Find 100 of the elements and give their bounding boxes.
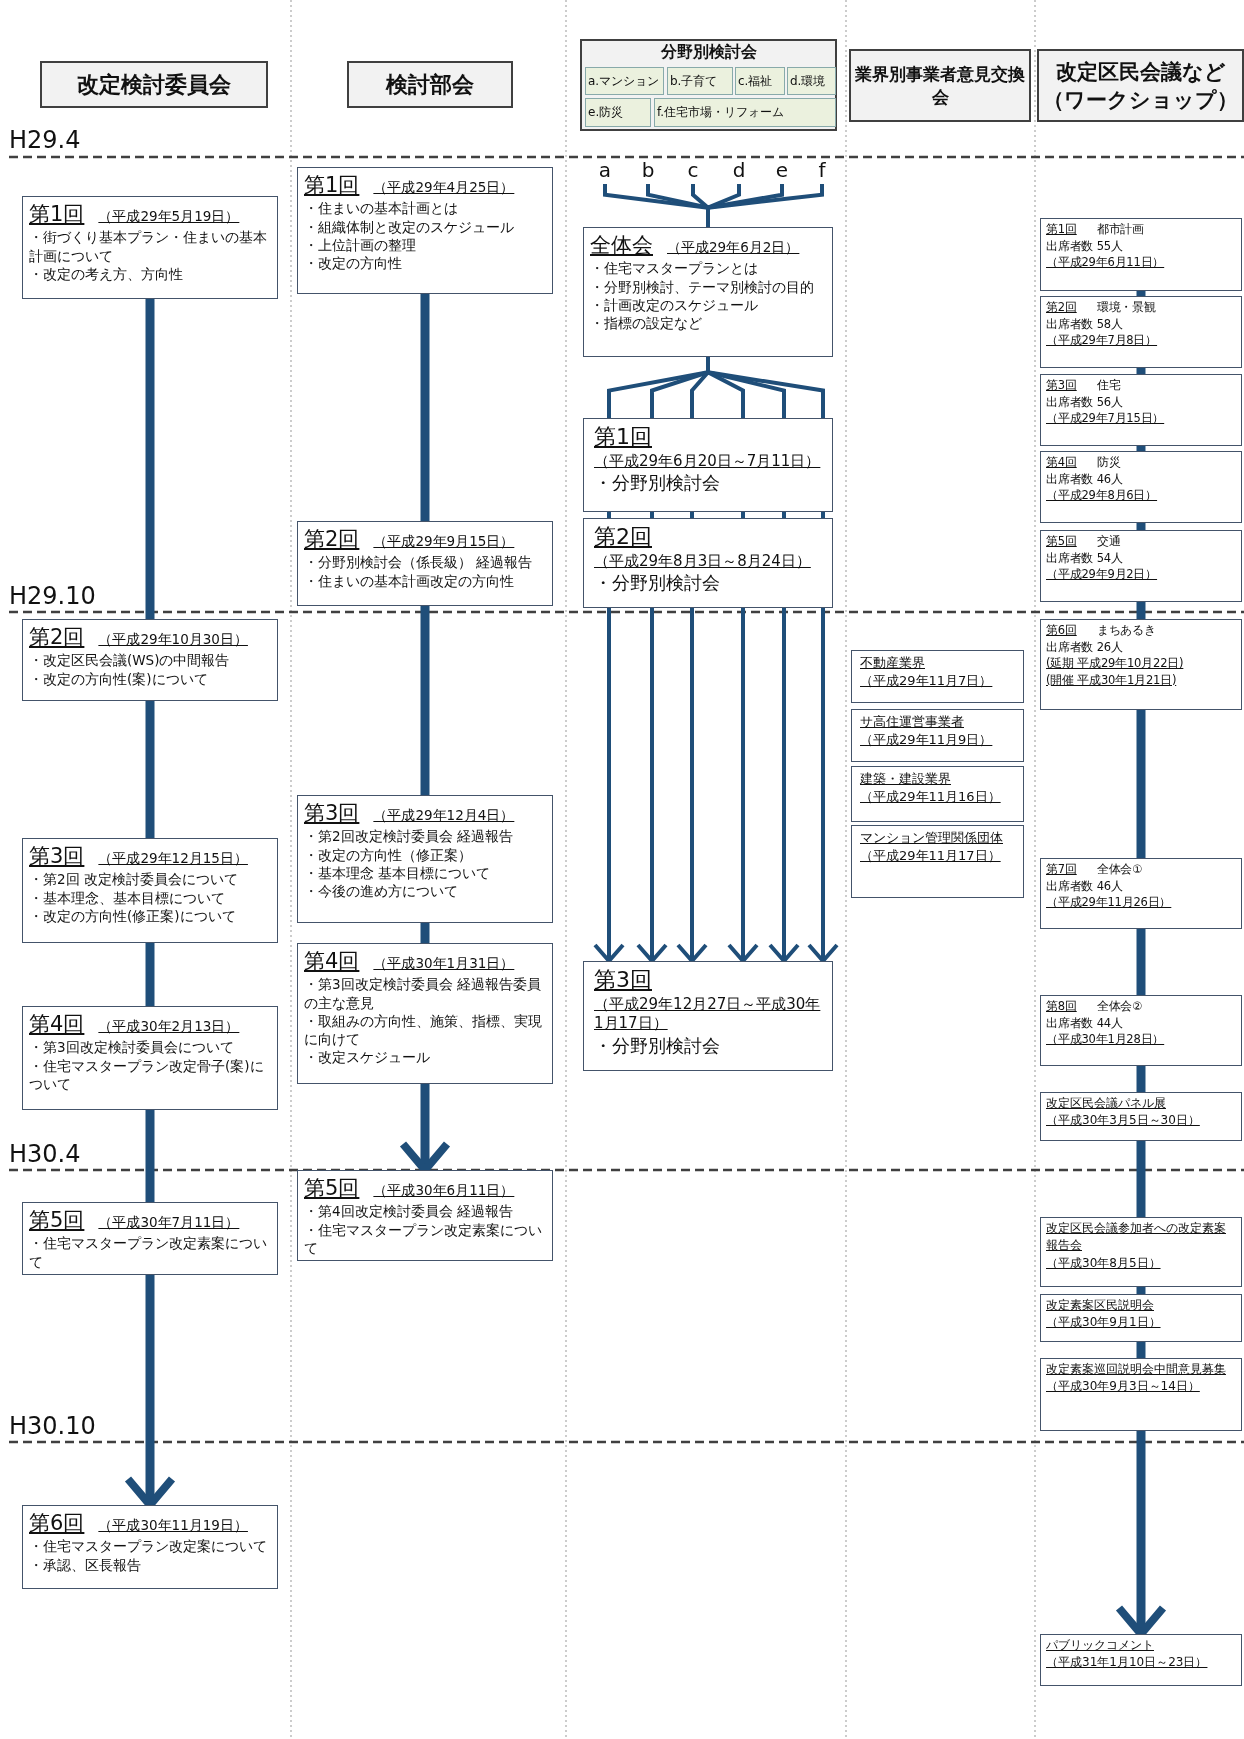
agenda-item: ・第4回改定検討委員会 経過報告 [304, 1202, 514, 1221]
session-date: （平成29年9月15日） [373, 533, 515, 549]
meeting-box [851, 825, 1024, 898]
session-date: （平成30年8月5日） [1046, 1255, 1161, 1270]
event-box [1040, 1634, 1242, 1686]
session-title: 第3回 [304, 801, 360, 825]
session-date: （平成30年6月11日） [373, 1182, 515, 1198]
agenda-item: ・第2回 改定検討委員会について [29, 870, 239, 889]
session-title: 第1回 [594, 423, 653, 451]
attendance-count: 出席者数 58人 [1046, 316, 1123, 331]
session-date: （平成29年9月2日） [1046, 567, 1158, 582]
session-date: （平成29年8月6日） [1046, 488, 1158, 503]
connector-line [706, 184, 824, 227]
agenda-item: ・基本理念 基本目標について [304, 863, 492, 882]
period-label: H30.10 [9, 1412, 96, 1440]
meeting-box [22, 1202, 278, 1275]
connector-line [1136, 929, 1146, 995]
agenda-item: ・分野別検討会 [594, 1033, 721, 1057]
session-date: （平成29年12月27日～平成30年1月17日） [594, 994, 822, 1034]
session-title: 全体会 [590, 233, 653, 257]
workshop-box [1040, 374, 1242, 446]
connector-line [607, 512, 611, 518]
session-theme: まちあるき [1096, 623, 1156, 637]
agenda-item: ・第3回改定検討委員会について [29, 1038, 235, 1057]
session-title: 第4回 [1046, 455, 1077, 469]
workshop-box [1040, 218, 1242, 291]
event-name: 改定素案区民説明会 [1046, 1298, 1154, 1312]
session-title: 第2回 [594, 523, 653, 551]
connector-line [1136, 602, 1146, 619]
agenda-item: ・住宅マスタープラン改定案について [29, 1537, 268, 1556]
connector-line [420, 294, 430, 521]
session-date: （平成29年4月25日） [373, 179, 515, 195]
meeting-box [583, 227, 833, 357]
arrow [676, 608, 708, 963]
session-date: （平成30年1月31日） [373, 955, 515, 971]
group-name: サ高住運営事業者 [860, 714, 964, 729]
workshop-box [1040, 619, 1242, 710]
agenda-item: ・改定の方向性 [304, 254, 403, 273]
agenda-item: ・街づくり基本プラン・住まいの基本計画について [29, 228, 268, 265]
connector-line [1136, 291, 1146, 296]
agenda-item: ・上位計画の整理 [304, 235, 417, 254]
session-theme: 都市計画 [1096, 222, 1144, 236]
session-theme: 全体会① [1096, 862, 1143, 876]
category-box [787, 67, 836, 95]
session-date: （平成29年11月9日） [860, 732, 993, 748]
agenda-item: ・第2回改定検討委員会 経過報告 [304, 827, 514, 846]
meeting-box [297, 521, 553, 606]
agenda-item: ・住宅マスタープラン改定素案について [29, 1234, 268, 1271]
attendance-count: 出席者数 46人 [1046, 878, 1123, 893]
agenda-item: ・住まいの基本計画改定の方向性 [304, 571, 515, 590]
session-theme: 環境・景観 [1096, 300, 1156, 314]
event-name: 改定区民会議パネル展 [1046, 1096, 1166, 1110]
meeting-box [851, 709, 1024, 762]
connector-line [1136, 1342, 1146, 1358]
attendance-count: 出席者数 56人 [1046, 394, 1123, 409]
meeting-box [22, 1006, 278, 1110]
agenda-item: ・分野別検討、テーマ別検討の目的 [590, 277, 815, 296]
column-heading: 改定検討委員会 [77, 70, 231, 99]
meeting-box [851, 650, 1024, 703]
column-heading: 検討部会 [386, 70, 474, 99]
connector-line [420, 923, 430, 943]
agenda-item: ・改定区民会議(WS)の中間報告 [29, 651, 231, 670]
category-box [585, 67, 664, 95]
event-box [1040, 1217, 1242, 1287]
agenda-item: ・承認、区長報告 [29, 1555, 142, 1574]
session-date: （平成29年11月26日） [1046, 895, 1172, 910]
session-date: （平成29年7月8日） [1046, 333, 1158, 348]
connector-line [706, 357, 825, 418]
group-name: マンション管理関係団体 [860, 830, 1003, 845]
period-label: H29.10 [9, 582, 96, 610]
session-date: （平成30年1月28日） [1046, 1032, 1165, 1047]
category-label: a.マンション [588, 72, 660, 90]
session-date: （平成30年11月19日） [98, 1517, 248, 1533]
connector-line [1136, 368, 1146, 374]
attendance-count: 出席者数 26人 [1046, 639, 1123, 654]
group-title: 分野別検討会 [659, 42, 758, 63]
agenda-item: ・基本理念、基本目標について [29, 888, 226, 907]
meeting-box [583, 518, 833, 608]
session-title: 第1回 [1046, 222, 1077, 236]
attendance-count: 出席者数 44人 [1046, 1015, 1123, 1030]
category-letter: c [683, 158, 703, 184]
arrow [593, 608, 625, 963]
meeting-box [22, 619, 278, 701]
session-date: （平成31年1月10日～23日） [1046, 1655, 1208, 1670]
event-name: 改定区民会議参加者への改定素案報告会 [1046, 1221, 1226, 1253]
session-theme: 全体会② [1096, 999, 1143, 1013]
connector-line [145, 1110, 155, 1202]
category-letter: e [772, 158, 792, 184]
category-box [735, 67, 785, 95]
category-letter: b [638, 158, 658, 184]
session-title: 第6回 [29, 1511, 85, 1535]
session-title: 第3回 [29, 844, 85, 868]
connector-line [741, 512, 745, 518]
workshop-box [1040, 995, 1242, 1066]
meeting-box [583, 961, 833, 1071]
agenda-item: ・組織体制と改定のスケジュール [304, 217, 515, 236]
agenda-item: ・分野別検討会（係長級） 経過報告 [304, 553, 534, 572]
session-theme: 交通 [1096, 534, 1121, 548]
agenda-item: ・指標の設定など [590, 314, 703, 333]
connector-line [1136, 446, 1146, 451]
